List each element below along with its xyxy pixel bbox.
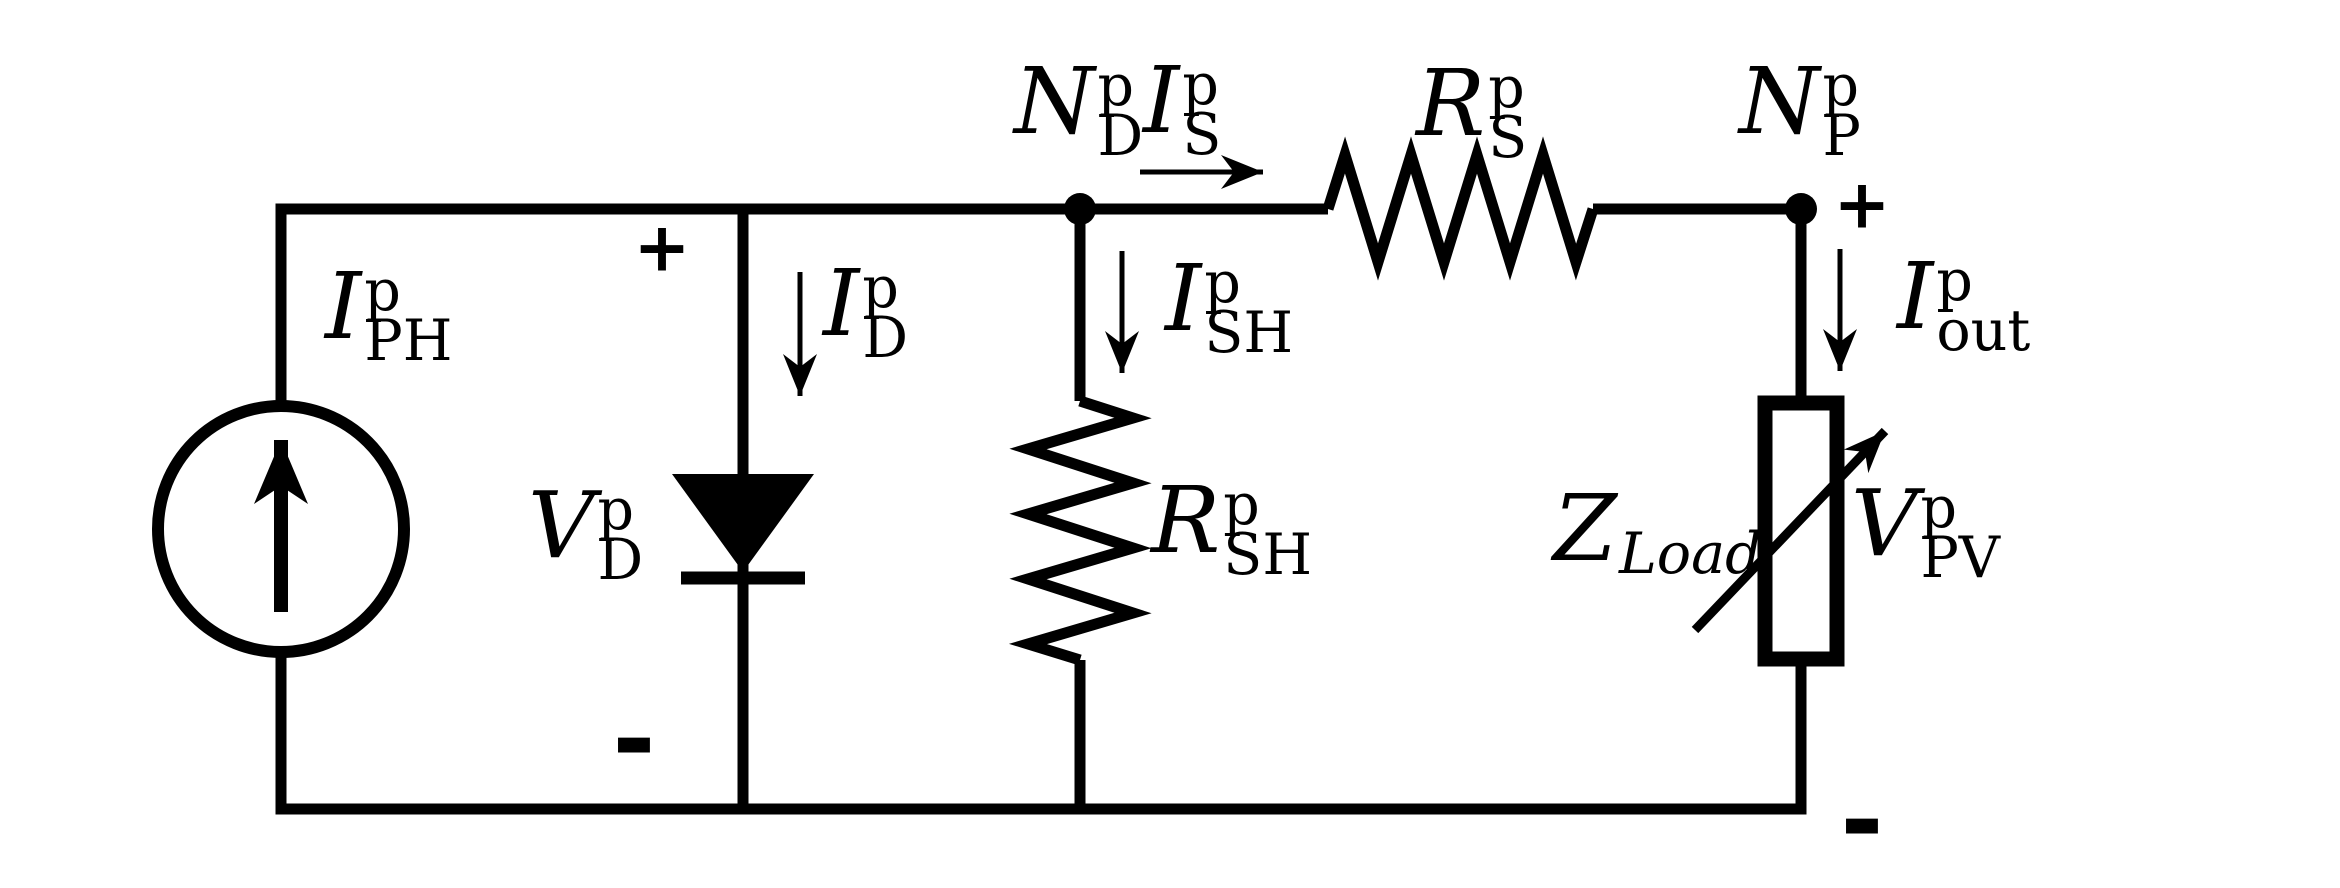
label-shunt-current-base: I [1165, 245, 1202, 352]
label-load-impedance-base: Z [1553, 475, 1617, 582]
label-load-impedance-sub: Load [1618, 520, 1762, 587]
node-pv-dot [1785, 193, 1817, 225]
label-series-current-sup: p [1182, 51, 1219, 118]
label-photocurrent-sup: p [364, 257, 401, 324]
label-output-current-sup: p [1936, 247, 1973, 314]
label-diode-voltage-sub: D [597, 527, 644, 593]
label-pv-voltage-sub: PV [1920, 525, 2000, 591]
node-diode-dot [1064, 193, 1096, 225]
label-series-resistance-base: R [1416, 50, 1486, 157]
label-diode-voltage-base: V [528, 472, 595, 579]
wire-top-left [275, 203, 1328, 406]
label-node-pv-sub: P [1822, 103, 1861, 169]
label-shunt-resistance-base: R [1151, 467, 1221, 574]
label-output-current-base: I [1897, 243, 1934, 350]
label-diode-current-base: I [823, 250, 860, 357]
label-node-diode-sub: D [1097, 103, 1144, 169]
label-series-resistance-sub: S [1488, 105, 1528, 171]
load-variable-arrow [1691, 427, 1889, 634]
label-shunt-resistance-sup: p [1223, 471, 1260, 538]
label-node-pv-sup: p [1822, 52, 1860, 119]
wire-bottom [275, 652, 1807, 815]
load-impedance-symbol [1757, 395, 1845, 667]
label-diode-current-sub: D [862, 305, 909, 371]
label-diode-voltage-sup: p [597, 476, 634, 543]
label-pv-voltage-sup: p [1920, 474, 1957, 541]
label-output-current-sub: out [1936, 298, 2031, 364]
label-node-diode-sup: p [1097, 52, 1135, 119]
label-load-impedance: ZLoad [1553, 483, 1762, 583]
series-resistor-symbol [1322, 136, 1599, 281]
label-photocurrent-base: I [325, 253, 362, 360]
label-shunt-resistance-sub: SH [1223, 522, 1313, 588]
output-plus-sign: + [1833, 165, 1891, 245]
label-shunt-current-sub: SH [1204, 300, 1294, 366]
label-series-resistance-sup: p [1488, 54, 1525, 121]
diode-minus-sign: - [612, 677, 656, 800]
label-node-diode-base: N [1014, 48, 1095, 155]
label-series-current-sub: S [1182, 102, 1222, 168]
label-pv-voltage-base: V [1851, 470, 1918, 577]
label-shunt-current-sup: p [1204, 249, 1241, 316]
label-series-current-base: I [1143, 47, 1180, 154]
diode-symbol [672, 474, 814, 572]
label-node-pv-base: N [1739, 48, 1820, 155]
shunt-resistor-symbol [1008, 395, 1152, 666]
label-photocurrent-sub: PH [364, 308, 453, 374]
label-diode-current-sup: p [862, 254, 899, 321]
output-minus-sign: - [1840, 758, 1884, 881]
diode-plus-sign: + [633, 208, 691, 288]
